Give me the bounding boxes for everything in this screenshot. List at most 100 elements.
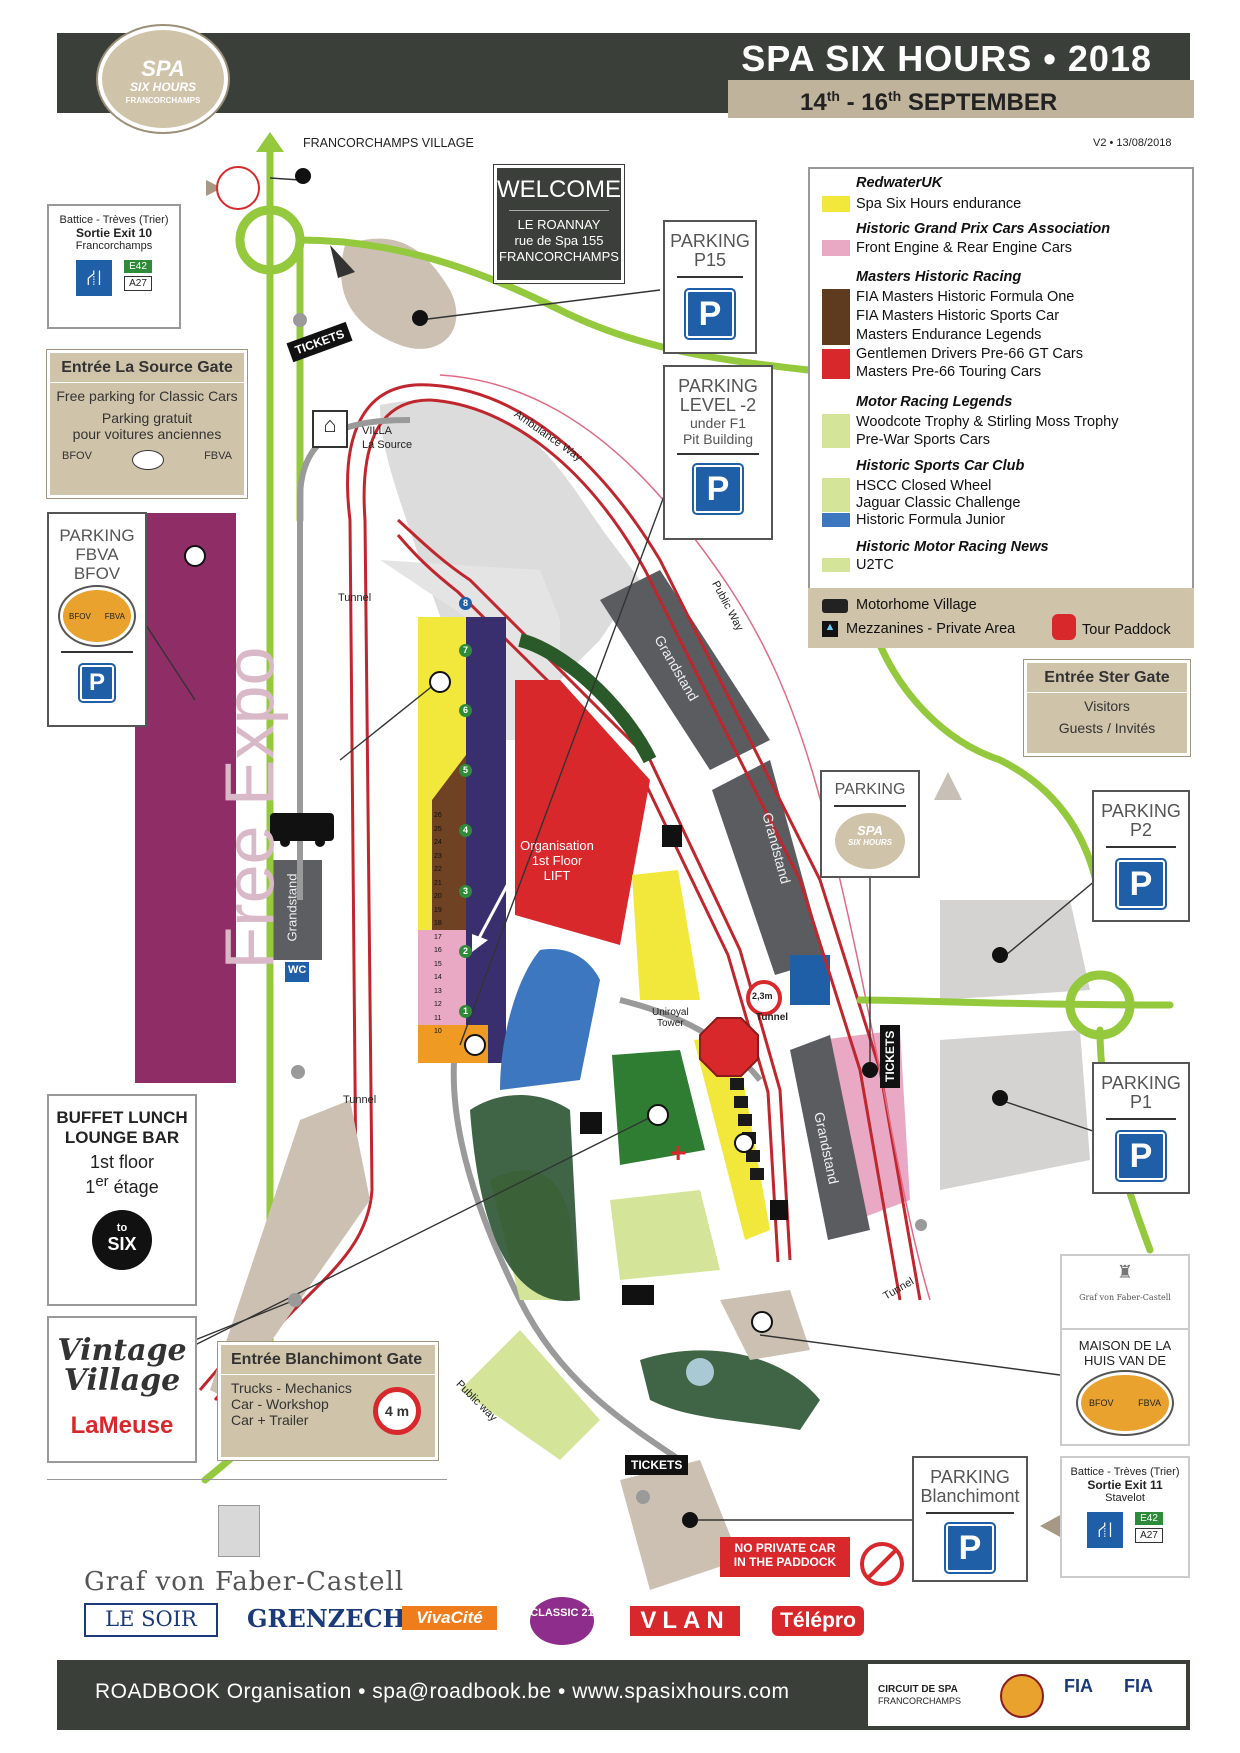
sponsor-telepro: Télépro [772,1606,864,1636]
building-black-2 [580,1112,602,1134]
parking-icon: P [1117,860,1165,908]
legend-tour-paddock: Tour Paddock [1082,622,1171,638]
green-strip [518,633,657,764]
tunnel-label-3: Tunnel [756,1012,789,1023]
legend-item: FIA Masters Historic Sports Car [856,308,1060,324]
parking-p1-area [940,1030,1090,1190]
event-dates: 14th - 16th SEPTEMBER [800,88,1058,116]
parking-p2-name: P2 [1129,820,1153,840]
graf-crest-icon [218,1505,260,1557]
legend-redwater-title: RedwaterUK [856,175,943,191]
parking-p2-label: PARKING [1101,801,1181,821]
exit-north-line2: Sortie Exit 10 [75,226,153,240]
sponsor-classic21: CLASSIC 21 [530,1597,594,1645]
parking-level-line4: Pit Building [682,431,754,447]
vintage-village-box: Vintage Village LaMeuse [47,1316,197,1463]
village-label: FRANCORCHAMPS VILLAGE [303,136,474,150]
villa-house-icon: ⌂ [312,410,348,448]
parking-p2-area [940,900,1090,1000]
pit-level-marker: 2 [459,945,472,958]
sponsor-grenzecho: GRENZECHO [247,1604,427,1633]
exit-south-box: Battice - Trèves (Trier) Sortie Exit 11 … [1060,1456,1190,1578]
leader-dots [288,313,927,1504]
expo-tan-area [341,238,457,349]
road-e42-badge: E42 [124,260,152,273]
bfov-badge-icon [132,450,165,470]
pit-box-number: 10 [434,1028,442,1035]
pit-box-number: 26 [434,812,442,819]
marker-dots [295,168,1008,1528]
circuit-spa-logo: CIRCUIT DE SPA [878,1684,958,1695]
blanchimont-line1: Trucks - Mechanics [231,1380,352,1396]
legend-swatch-lime [822,414,850,448]
north-arrow [256,132,284,152]
maison-line2: HUIS VAN DE [1083,1353,1167,1368]
ster-gate-line2: Guests / Invités [1058,720,1156,736]
roundabout-east [1065,970,1135,1040]
legend-swatch-blue [822,513,850,527]
blue-block-right [790,955,830,1005]
welcome-line3: FRANCORCHAMPS [499,249,619,264]
tunnel-label-1: Tunnel [338,592,372,604]
exit-north-box: Battice - Trèves (Trier) Sortie Exit 10 … [47,204,181,329]
pit-level-marker: 3 [459,885,472,898]
la-source-gate-title: Entrée La Source Gate [61,359,233,376]
pit-box-number: 23 [434,852,442,860]
mezzanine-legend-icon: ▲ [822,621,838,637]
legend-mrl-title: Motor Racing Legends [856,394,1013,410]
pit-box-number: 22 [434,866,442,873]
tan-south-left [210,1100,370,1400]
public-way-line [439,374,931,1301]
legend-hgpca-title: Historic Grand Prix Cars Association [856,221,1111,237]
motorhome-icon [270,813,334,841]
version-label: V2 • 13/08/2018 [1093,137,1172,149]
legend-box [808,167,1194,647]
medical-cross-icon: + [670,1137,687,1168]
pit-box-number: 11 [434,1014,442,1022]
tickets-tag-south: TICKETS [625,1455,689,1475]
parking-p1-label: PARKING [1101,1073,1181,1093]
grandstand-right-2 [712,760,825,975]
buffet-line3: 1st floor [89,1152,155,1172]
motorway-icon: ⛙ [76,260,113,296]
parking-fbva-name: FBVA [75,545,119,564]
header-date-band [728,80,1194,118]
exit-south-line1: Battice - Trèves (Trier) [1070,1466,1180,1478]
parking-level-name: LEVEL -2 [679,395,757,415]
welcome-line1: LE ROANNAY [517,217,601,232]
pit-level-marker: 1 [459,1005,472,1018]
pit-level-marker: 4 [459,824,472,837]
legend-item: Front Engine & Rear Engine Cars [856,240,1072,256]
marker-circles [184,545,773,1333]
fbva-label: FBVA [204,450,232,462]
building-black-1 [662,825,682,847]
organisation-building [515,680,650,945]
six-to-six-logo: to SIX [92,1210,152,1270]
pit-box-number: 19 [434,906,442,914]
ster-gate-title: Entrée Ster Gate [1044,669,1170,686]
tour-paddock-sign [699,1017,759,1077]
parking-icon: P [694,465,742,513]
ster-gate-line1: Visitors [1084,698,1130,714]
motorhome-legend-icon [822,599,848,613]
buffet-line4: 1er étage [85,1173,159,1197]
graf-small-label: Graf von Faber-Castell [1079,1293,1171,1302]
legend-swatch-lime-2 [822,478,850,512]
no-car-slash [866,1548,898,1580]
wc-label: WC [288,964,307,976]
wc-block [285,962,309,982]
height-limit-4m-sign: 4 m [373,1387,421,1435]
roundabout-north [235,205,305,275]
yellow-patch-2 [694,1035,770,1240]
parking-p15-name: P15 [693,250,727,270]
maison-line1: MAISON DE LA [1078,1338,1172,1353]
tickets-tag-east: TICKETS [880,1024,900,1088]
spa-six-hours-logo: SPA SIX HOURS FRANCORCHAMPS [98,26,228,132]
pit-level-marker: 8 [459,597,472,610]
